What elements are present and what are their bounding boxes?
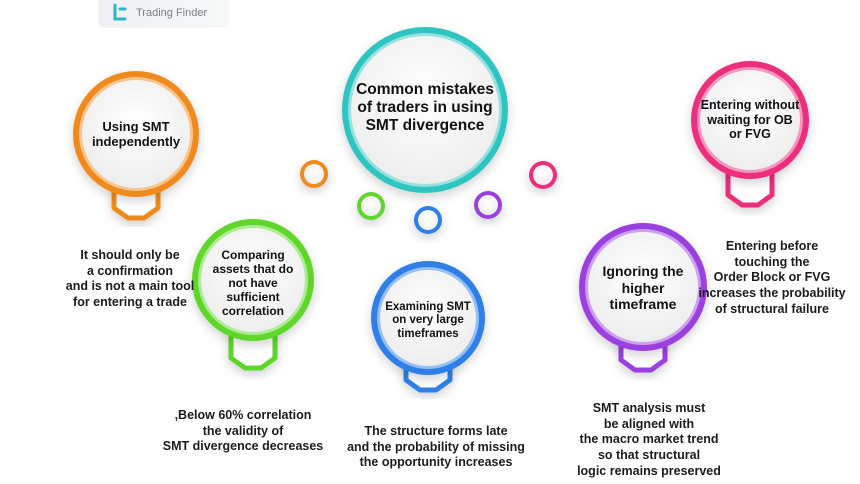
trading-finder-logo: Trading Finder — [98, 0, 230, 28]
item-description-1: It should only be a confirmation and is … — [65, 248, 195, 309]
item-circle-5 — [691, 61, 809, 179]
item-title-2: Comparing assets that do not have suffic… — [212, 247, 294, 319]
logo-text: Trading Finder — [136, 7, 208, 19]
connector-dot-5 — [529, 161, 557, 189]
item-title-1: Using SMT independently — [91, 118, 181, 149]
item-circle-1 — [73, 71, 199, 197]
item-circle-4 — [579, 223, 707, 351]
item-circle-3 — [371, 261, 485, 375]
center-title: Common mistakes of traders in using SMT … — [356, 80, 494, 135]
connector-dot-3 — [414, 206, 442, 234]
item-title-4: Ignoring the higher timeframe — [602, 263, 684, 313]
connector-dot-1 — [300, 160, 328, 188]
connector-dot-4 — [474, 191, 502, 219]
item-circle-2 — [192, 219, 314, 341]
item-title-3: Examining SMT on very large timeframes — [385, 300, 471, 340]
connector-dot-2 — [357, 192, 385, 220]
item-description-5: Entering before touching the Order Block… — [698, 239, 846, 316]
item-description-4: SMT analysis must be aligned with the ma… — [577, 401, 721, 478]
item-description-2: ,Below 60% correlation the validity of S… — [162, 408, 324, 454]
trading-finder-logo-icon — [113, 3, 127, 21]
item-tag-5 — [725, 170, 775, 208]
item-title-5: Entering without waiting for OB or FVG — [700, 97, 800, 142]
center-circle — [342, 27, 508, 193]
item-description-3: The structure forms late and the probabi… — [347, 424, 525, 470]
